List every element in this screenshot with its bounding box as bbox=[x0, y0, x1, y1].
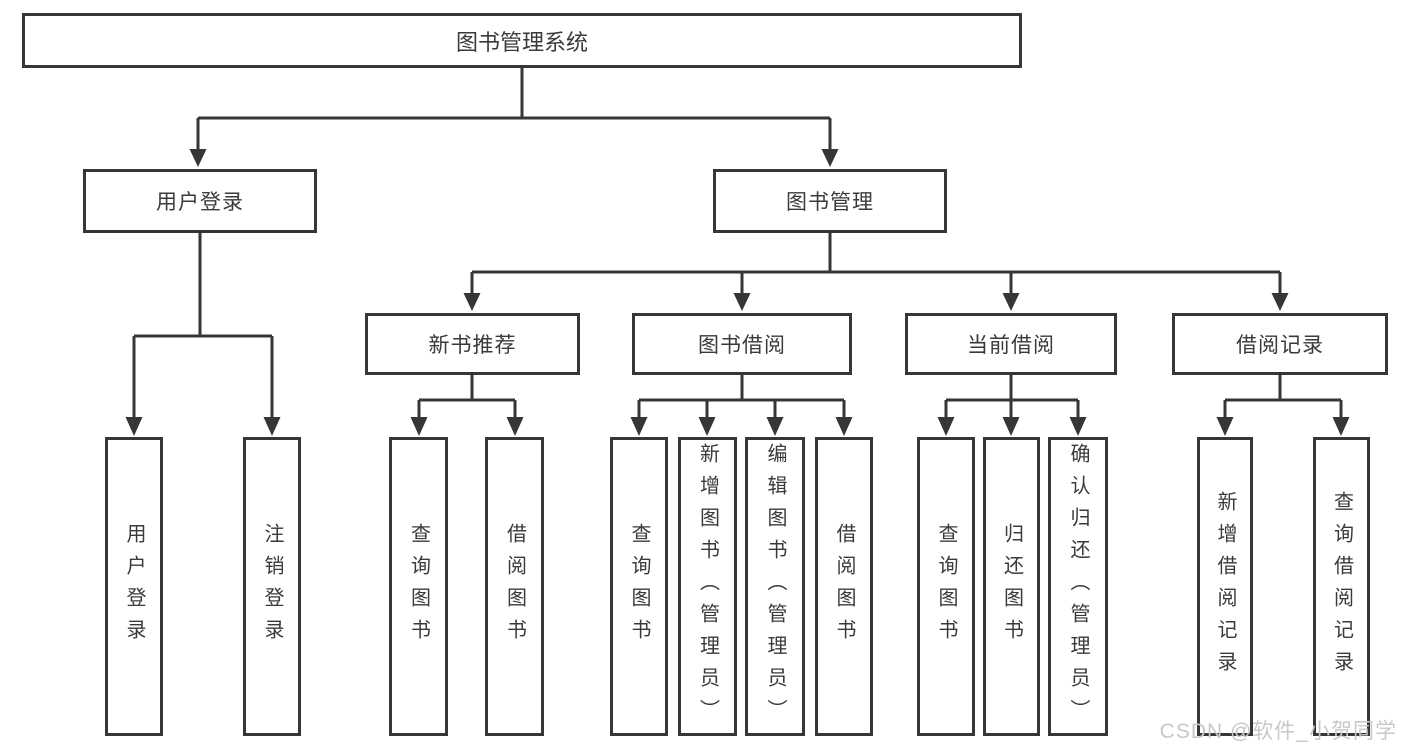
leaf-borrow-books-recommend-label: 借阅图书 bbox=[503, 522, 526, 651]
leaf-query-books-recommend-label: 查询图书 bbox=[407, 522, 430, 651]
leaf-confirm-return-admin: 确认归还（管理员） bbox=[1048, 437, 1108, 736]
leaf-add-borrow-record-label: 新增借阅记录 bbox=[1214, 490, 1236, 683]
leaf-borrow-books-label: 借阅图书 bbox=[833, 522, 855, 651]
node-user-login: 用户登录 bbox=[83, 169, 317, 233]
leaf-logout: 注销登录 bbox=[243, 437, 301, 736]
leaf-query-books-recommend: 查询图书 bbox=[389, 437, 448, 736]
leaf-query-books-current: 查询图书 bbox=[917, 437, 975, 736]
leaf-logout-label: 注销登录 bbox=[261, 522, 283, 651]
node-current-borrowing: 当前借阅 bbox=[905, 313, 1117, 375]
leaf-add-book-admin-label: 新增图书（管理员） bbox=[696, 442, 719, 731]
leaf-return-books-label: 归还图书 bbox=[1000, 522, 1023, 651]
leaf-return-books: 归还图书 bbox=[983, 437, 1040, 736]
leaf-user-login: 用户登录 bbox=[105, 437, 163, 736]
leaf-user-login-label: 用户登录 bbox=[123, 522, 145, 651]
leaf-borrow-books: 借阅图书 bbox=[815, 437, 873, 736]
node-book-management: 图书管理 bbox=[713, 169, 947, 233]
leaf-add-book-admin: 新增图书（管理员） bbox=[678, 437, 737, 736]
leaf-query-borrow-record: 查询借阅记录 bbox=[1313, 437, 1370, 736]
node-book-borrowing: 图书借阅 bbox=[632, 313, 852, 375]
leaf-query-books-borrow: 查询图书 bbox=[610, 437, 668, 736]
node-borrowing-records: 借阅记录 bbox=[1172, 313, 1388, 375]
leaf-edit-book-admin-label: 编辑图书（管理员） bbox=[764, 442, 786, 731]
leaf-confirm-return-admin-label: 确认归还（管理员） bbox=[1067, 442, 1089, 731]
node-new-book-recommendation: 新书推荐 bbox=[365, 313, 580, 375]
leaf-add-borrow-record: 新增借阅记录 bbox=[1197, 437, 1253, 736]
node-library-management-system: 图书管理系统 bbox=[22, 13, 1022, 68]
leaf-query-borrow-record-label: 查询借阅记录 bbox=[1330, 490, 1353, 683]
watermark: CSDN @软件_小贺同学 bbox=[1159, 720, 1397, 743]
leaf-edit-book-admin: 编辑图书（管理员） bbox=[745, 437, 805, 736]
leaf-query-books-borrow-label: 查询图书 bbox=[628, 522, 650, 651]
leaf-query-books-current-label: 查询图书 bbox=[935, 522, 957, 651]
leaf-borrow-books-recommend: 借阅图书 bbox=[485, 437, 544, 736]
